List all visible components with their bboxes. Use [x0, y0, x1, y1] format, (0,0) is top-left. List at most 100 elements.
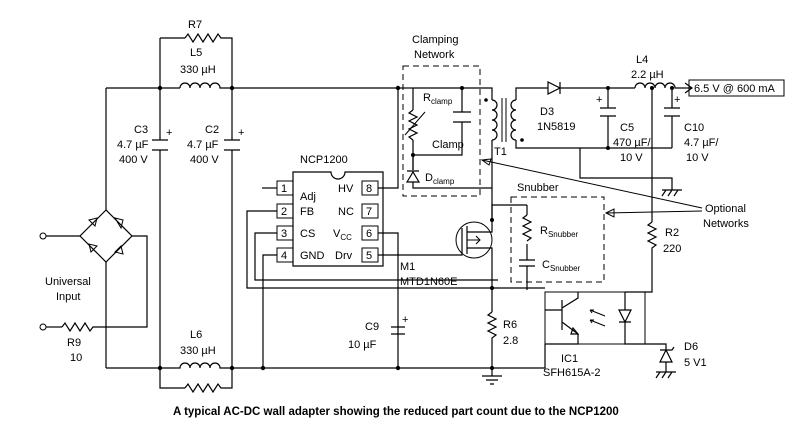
- r9-ref: R9: [67, 337, 81, 349]
- pin6-num: 6: [366, 228, 372, 240]
- r2-ref: R2: [665, 227, 679, 239]
- optional-label-line2: Networks: [703, 218, 749, 230]
- c2-ref: C2: [205, 124, 219, 136]
- pin8-num: 8: [366, 183, 372, 195]
- input-terminal-top: [39, 232, 47, 240]
- l6-value: 330 µH: [180, 345, 216, 357]
- r2-resistor: [625, 221, 658, 293]
- dclamp-diode: [405, 170, 421, 183]
- r-bottom-resistor: [184, 368, 233, 394]
- c2-capacitor: [224, 139, 240, 151]
- pin3-num: 3: [281, 228, 287, 240]
- c9-polarity: +: [402, 314, 408, 326]
- optocoupler-ic1: IC1 SFH615A-2: [492, 291, 646, 379]
- pin5-name: Drv: [335, 250, 353, 262]
- d3-diode: [547, 81, 562, 95]
- r2-value: 220: [663, 243, 681, 255]
- clamp-label: Clamp: [432, 139, 464, 151]
- dclamp-label: Dclamp: [425, 172, 455, 186]
- l4-inductor: [634, 82, 685, 89]
- c10-capacitor: [664, 107, 680, 117]
- c2-value: 4.7 µF: [187, 139, 219, 151]
- c9-ref: C9: [365, 321, 379, 333]
- input-section: R9 10 Universal Input: [39, 88, 148, 368]
- clamping-title-line1: Clamping: [412, 34, 458, 46]
- clamp-capacitor: [453, 111, 471, 123]
- l6-inductor: [160, 362, 232, 369]
- optional-networks-callout: Optional Networks: [480, 158, 749, 230]
- csnubber-capacitor: [519, 259, 535, 267]
- output-ground: [661, 189, 682, 197]
- pin7-name: NC: [338, 206, 354, 218]
- c3-voltage: 400 V: [119, 154, 148, 166]
- bridge-rectifier: [79, 88, 133, 368]
- c5-value: 470 µF/: [613, 137, 651, 149]
- rclamp-label: Rclamp: [423, 92, 453, 106]
- r7-resistor: [184, 32, 233, 88]
- snubber-network: Snubber RSnubber CSnubber: [491, 182, 605, 290]
- output-tag: [688, 79, 785, 97]
- mosfet-m1: M1 MTD1N60E: [400, 218, 494, 290]
- csnubber-label: CSnubber: [542, 259, 581, 273]
- r6-group: R6 2.8: [482, 290, 518, 385]
- r9-resistor: [61, 235, 148, 333]
- c3-polarity: +: [166, 127, 172, 139]
- c5-capacitor: [600, 107, 616, 117]
- pin2-name: FB: [300, 206, 314, 218]
- pin7-num: 7: [366, 206, 372, 218]
- pin1-name: Adj: [300, 191, 316, 203]
- l5-value: 330 µH: [180, 64, 216, 76]
- clamping-network: Clamping Network Rclamp Clamp Dclamp: [398, 34, 492, 197]
- input-label-line1: Universal: [45, 276, 91, 288]
- pin3-name: CS: [300, 228, 315, 240]
- ic1-part: SFH615A-2: [543, 367, 600, 379]
- ncp1200-ic: NCP1200 1 2 3 4 5 6 7 8 Adj FB CS GND Dr…: [246, 88, 545, 368]
- c2-polarity: +: [238, 127, 244, 139]
- pin6-name: VCC: [333, 228, 352, 242]
- ground-symbol: [482, 375, 502, 385]
- c5-ref: C5: [620, 122, 634, 134]
- optional-label-line1: Optional: [705, 203, 746, 215]
- ic1-ref: IC1: [561, 353, 578, 365]
- pin2-num: 2: [281, 206, 287, 218]
- pin1-num: 1: [281, 183, 287, 195]
- t1-ref: T1: [494, 146, 507, 158]
- c2-voltage: 400 V: [190, 154, 219, 166]
- clamping-title-line2: Network: [414, 49, 455, 61]
- r6-resistor: [486, 311, 498, 376]
- d3-ref: D3: [540, 106, 554, 118]
- l5-inductor: [179, 82, 232, 89]
- l4-ref: L4: [636, 54, 648, 66]
- m1-part: MTD1N60E: [400, 276, 457, 288]
- c10-value: 4.7 µF/: [684, 137, 719, 149]
- input-label-line2: Input: [56, 291, 80, 303]
- transformer-t1: T1: [462, 87, 580, 220]
- c5-voltage: 10 V: [620, 152, 643, 164]
- d6-diode: [659, 348, 673, 363]
- figure-caption: A typical AC-DC wall adapter showing the…: [173, 406, 619, 418]
- d3-part: 1N5819: [537, 121, 576, 133]
- pin8-name: HV: [338, 183, 354, 195]
- rsnubber-resistor: [521, 214, 533, 242]
- d6-value: 5 V1: [684, 357, 707, 369]
- ic-name: NCP1200: [300, 154, 348, 166]
- output-label: 6.5 V @ 600 mA: [694, 83, 776, 95]
- snubber-title: Snubber: [517, 182, 559, 194]
- input-terminal-bottom: [39, 323, 47, 331]
- l4-value: 2.2 µH: [631, 69, 664, 81]
- c10-ref: C10: [684, 122, 704, 134]
- rsnubber-label: RSnubber: [540, 225, 579, 239]
- c3-value: 4.7 µF: [117, 139, 149, 151]
- r7-ref: R7: [188, 19, 202, 31]
- c5-polarity: +: [596, 94, 602, 106]
- c9-value: 10 µF: [348, 339, 377, 351]
- zener-d6: D6 5 V1: [645, 341, 707, 379]
- t1-secondary: [510, 99, 517, 141]
- c3-ref: C3: [134, 124, 148, 136]
- m1-ref: M1: [400, 261, 415, 273]
- c3-capacitor: [152, 139, 168, 151]
- l5-ref: L5: [190, 47, 202, 59]
- pin5-num: 5: [366, 250, 372, 262]
- t1-primary: [491, 99, 498, 141]
